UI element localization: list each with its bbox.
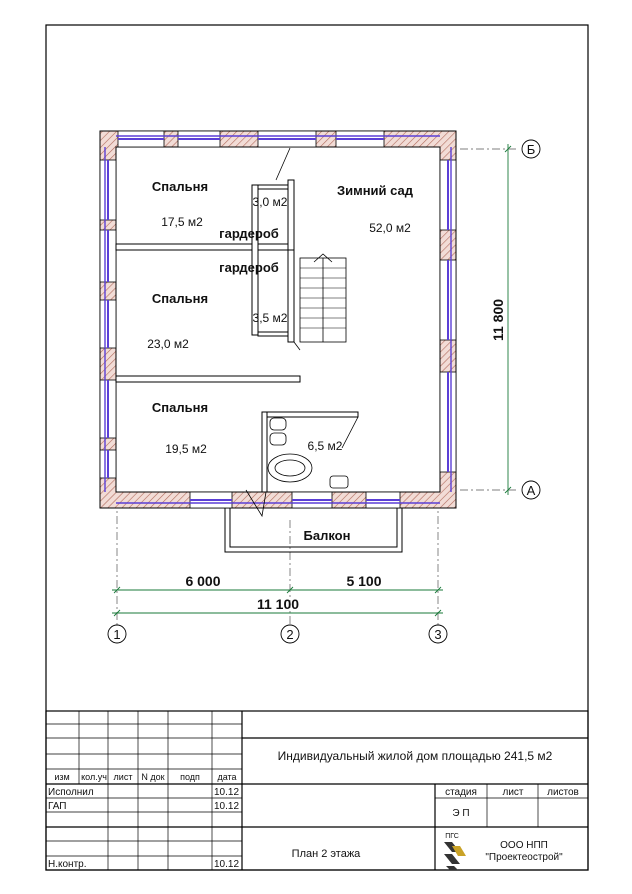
bathroom-fixtures — [267, 417, 349, 489]
col-ndok: N док — [141, 772, 164, 782]
sheet-header: лист — [502, 787, 523, 798]
title-block — [45, 710, 589, 871]
role-nkontr: Н.контр. — [48, 859, 87, 870]
winter-garden-name: Зимний сад — [337, 183, 414, 198]
role-gap: ГАП — [48, 801, 67, 812]
room-labels: Спальня 17,5 м2 3,0 м2 гардероб гардероб… — [147, 179, 414, 543]
col-izm: изм — [54, 772, 69, 782]
col-podp: подп — [180, 772, 200, 782]
date-ispolnil: 10.12 — [214, 787, 239, 798]
bedroom3-area: 19,5 м2 — [165, 442, 207, 456]
axis-label-3: 3 — [434, 627, 441, 642]
axis-bubble-2: 2 — [280, 624, 300, 644]
glazing — [107, 138, 449, 501]
title-block-text: Индивидуальный жилой дом площадью 241,5 … — [48, 749, 579, 870]
role-ispolnil: Исполнил — [48, 787, 94, 798]
col-data: дата — [217, 772, 236, 782]
dim-total: 11 100 — [257, 596, 299, 612]
bedroom3-name: Спальня — [152, 400, 208, 415]
axis-bubble-1: 1 — [107, 624, 127, 644]
dimension-lines — [112, 144, 512, 617]
wardrobe2-area: 3,5 м2 — [253, 311, 288, 325]
wardrobe2-name: гардероб — [219, 260, 279, 275]
axis-bubble-b: Б — [521, 139, 541, 159]
bedroom2-name: Спальня — [152, 291, 208, 306]
staircase — [299, 253, 347, 343]
bedroom1-name: Спальня — [152, 179, 208, 194]
col-kol: кол.уч — [81, 772, 107, 782]
bathroom-area: 6,5 м2 — [308, 439, 343, 453]
axis-bubble-3: 3 — [428, 624, 448, 644]
bedroom2-area: 23,0 м2 — [147, 337, 189, 351]
building-plan — [99, 130, 457, 553]
balcony-outline — [224, 508, 403, 553]
axis-label-1: 1 — [113, 627, 120, 642]
dim-height: 11 800 — [490, 299, 506, 341]
date-nkontr: 10.12 — [214, 859, 239, 870]
company-line1: ООО НПП — [500, 840, 548, 851]
door-swings — [245, 147, 359, 518]
stage-value: Э П — [452, 808, 469, 819]
windows — [99, 130, 457, 509]
axis-bubble-a: А — [521, 480, 541, 500]
project-title: Индивидуальный жилой дом площадью 241,5 … — [278, 749, 553, 763]
wardrobe1-name: гардероб — [219, 226, 279, 241]
axis-label-2: 2 — [286, 627, 293, 642]
axis-label-a: А — [527, 483, 536, 498]
sheet-title: План 2 этажа — [292, 848, 362, 860]
col-list: лист — [114, 772, 133, 782]
balcony-name: Балкон — [304, 528, 351, 543]
dim-right: 5 100 — [346, 573, 381, 589]
logo-text: ПГС — [445, 833, 459, 840]
date-gap: 10.12 — [214, 801, 239, 812]
sheets-header: листов — [547, 787, 579, 798]
company-line2: "Проектеострой" — [485, 852, 563, 863]
dim-left: 6 000 — [185, 573, 220, 589]
bedroom1-area: 17,5 м2 — [161, 215, 203, 229]
company-logo: ПГС — [444, 833, 466, 870]
axis-label-b: Б — [527, 142, 536, 157]
stage-header: стадия — [445, 787, 477, 798]
wardrobe1-area: 3,0 м2 — [253, 195, 288, 209]
interior-walls — [115, 179, 359, 493]
winter-garden-area: 52,0 м2 — [369, 221, 411, 235]
